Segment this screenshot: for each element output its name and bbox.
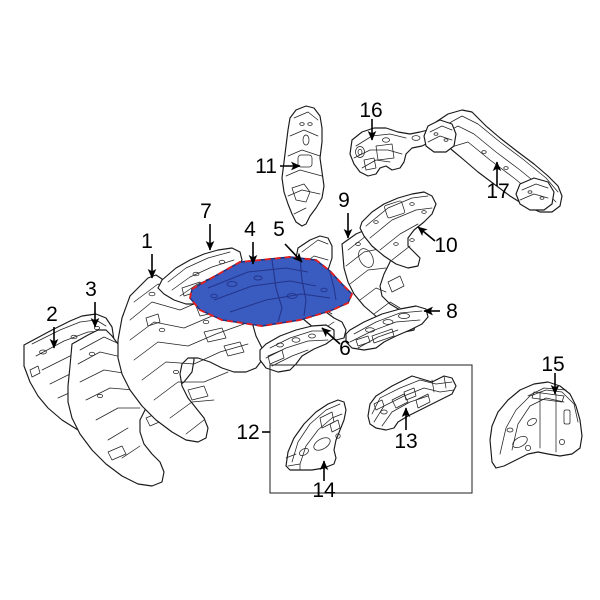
callout-label-17: 17 <box>486 180 509 203</box>
part-13-shape <box>367 375 457 431</box>
callout-leaders <box>49 119 560 481</box>
part-15-shape <box>489 381 583 469</box>
callout-label-13: 13 <box>394 430 417 453</box>
callout-label-8: 8 <box>446 300 458 323</box>
part-14-shape <box>285 399 347 471</box>
inset-box-12 <box>269 364 473 494</box>
part-10-shape <box>359 191 437 269</box>
callout-label-7: 7 <box>200 200 212 223</box>
callout-label-10: 10 <box>434 234 457 257</box>
callout-label-2: 2 <box>46 303 58 326</box>
callout-label-1: 1 <box>141 230 153 253</box>
leader-6 <box>321 327 341 345</box>
callout-label-11: 11 <box>255 155 277 178</box>
callout-label-4: 4 <box>244 218 256 241</box>
leader-5 <box>284 243 303 263</box>
callout-label-3: 3 <box>85 278 97 301</box>
callout-label-9: 9 <box>338 189 350 212</box>
leader-10 <box>417 226 436 242</box>
callout-label-16: 16 <box>359 99 382 122</box>
callout-label-6: 6 <box>339 337 351 360</box>
part-11-shape <box>281 105 325 227</box>
callout-labels: 1 2 3 4 5 6 7 8 9 10 11 12 13 14 15 16 1… <box>46 99 565 502</box>
part-17-shape <box>423 109 563 213</box>
callout-label-14: 14 <box>312 479 336 502</box>
part-8-shape <box>345 305 429 351</box>
part-16-shape <box>349 127 433 177</box>
part-6-shape <box>259 324 335 373</box>
callout-label-12: 12 <box>236 421 259 444</box>
callout-label-5: 5 <box>273 218 285 241</box>
callout-label-15: 15 <box>541 353 564 376</box>
